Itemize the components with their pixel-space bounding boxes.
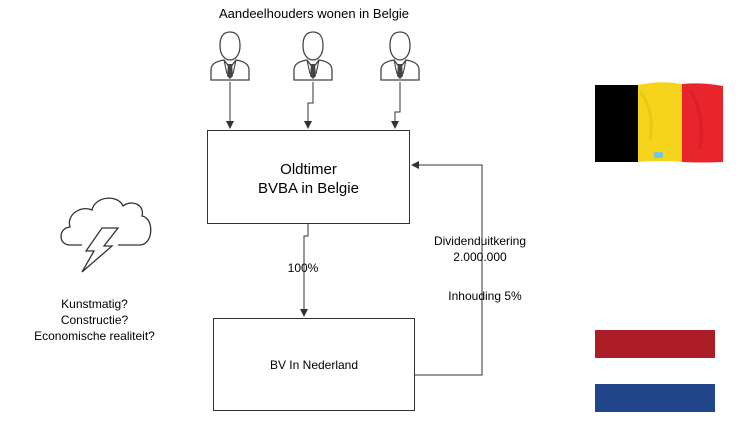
ownership-arrow bbox=[300, 224, 309, 317]
shareholders-title: Aandeelhouders wonen in Belgie bbox=[218, 6, 410, 21]
dividend-arrow bbox=[411, 161, 483, 376]
dividend-label: Dividenduitkering 2.000.000 bbox=[420, 233, 540, 265]
dividend-amount: 2.000.000 bbox=[453, 250, 507, 264]
oldtimer-bvba-box: Oldtimer BVBA in Belgie bbox=[207, 130, 410, 224]
shareholder-3-icon bbox=[380, 31, 420, 81]
dividend-title: Dividenduitkering bbox=[433, 234, 527, 248]
risk-questions: Kunstmatig? Constructie? Economische rea… bbox=[12, 296, 177, 344]
bv-nederland-box: BV In Nederland bbox=[213, 318, 415, 411]
netherlands-flag bbox=[595, 330, 715, 412]
risk-question-3: Economische realiteit? bbox=[34, 329, 155, 343]
arrow-shareholder-3 bbox=[391, 82, 401, 129]
risk-question-2: Constructie? bbox=[60, 313, 129, 327]
belgium-flag bbox=[595, 82, 723, 163]
oldtimer-name: Oldtimer bbox=[280, 161, 337, 178]
shareholder-1-icon bbox=[210, 31, 250, 81]
risk-question-1: Kunstmatig? bbox=[61, 297, 128, 311]
ownership-label: 100% bbox=[287, 261, 319, 275]
bv-label: BV In Nederland bbox=[269, 357, 359, 372]
arrow-shareholder-2 bbox=[304, 82, 314, 129]
shareholder-2-icon bbox=[293, 31, 333, 81]
withholding-label: Inhouding 5% bbox=[448, 289, 522, 303]
oldtimer-subtitle: BVBA in Belgie bbox=[258, 180, 359, 197]
storm-cloud-icon bbox=[60, 197, 152, 273]
